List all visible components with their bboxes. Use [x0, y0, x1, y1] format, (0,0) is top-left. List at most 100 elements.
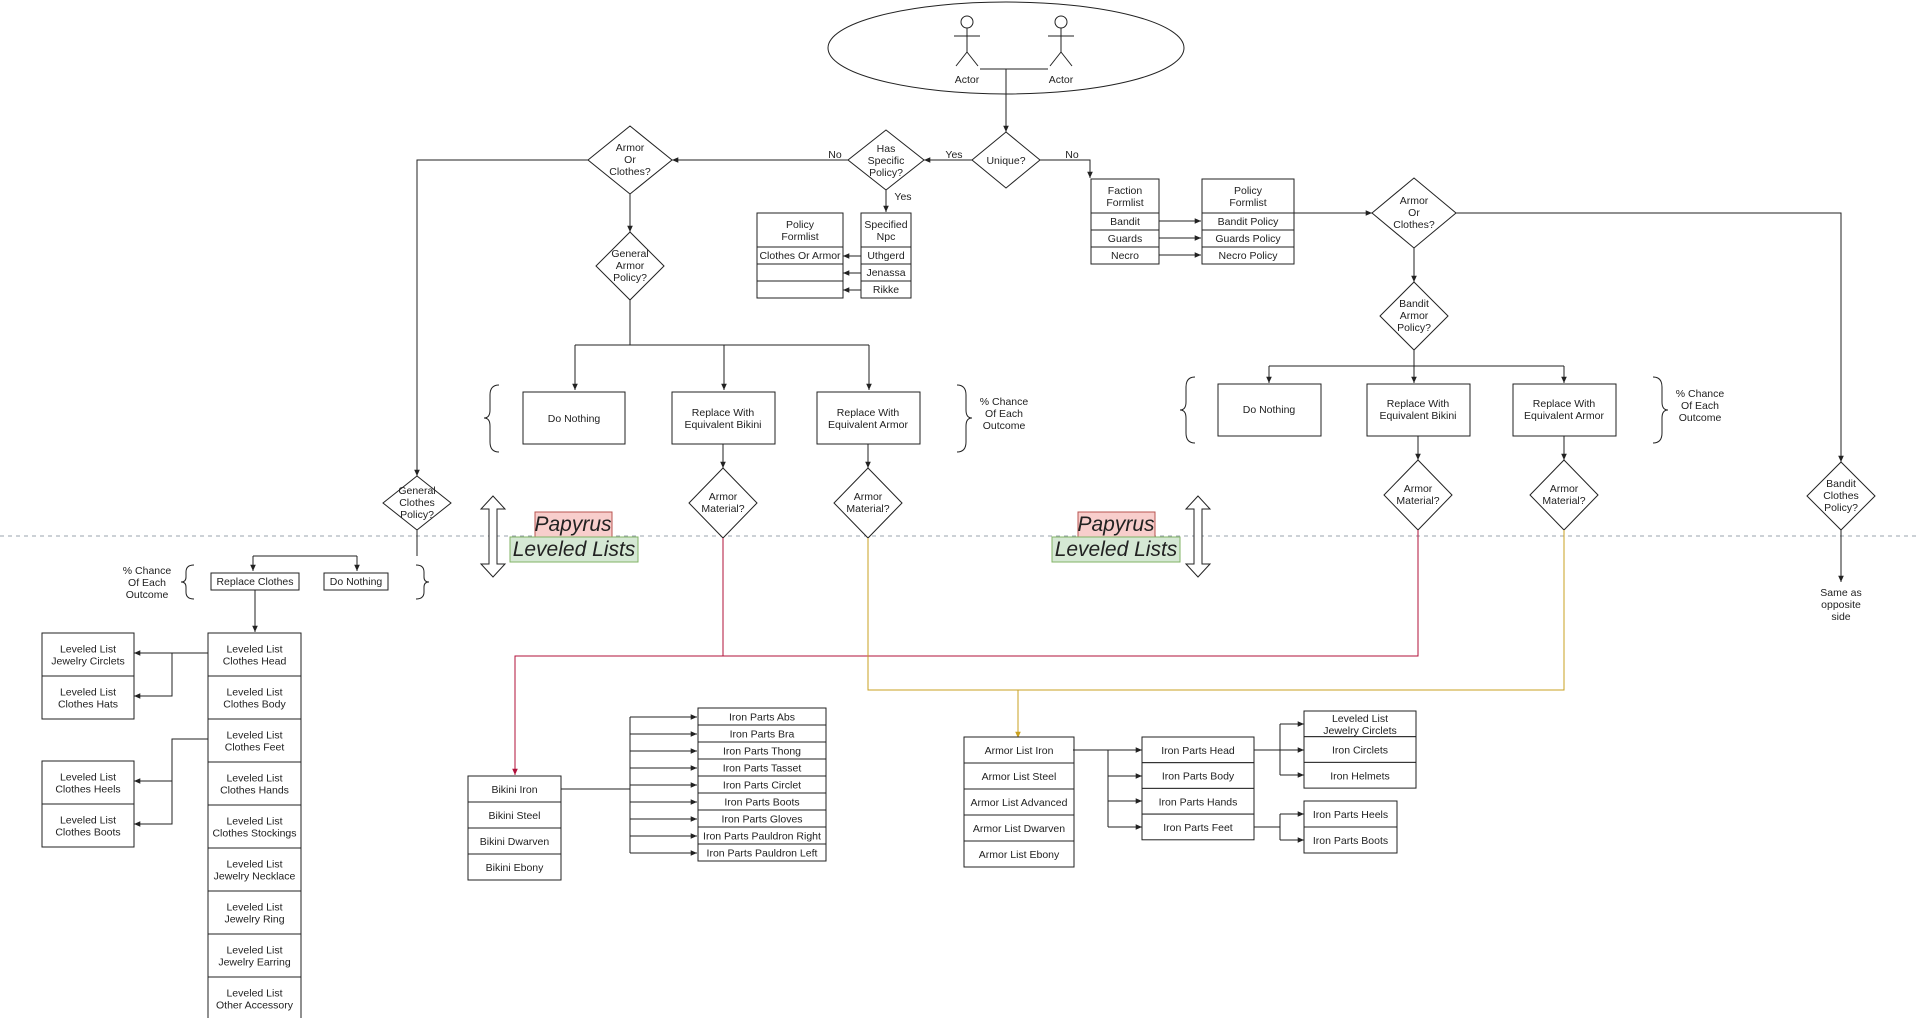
chance-clothes-line1: % Chance [123, 565, 172, 577]
bikini-list-item: Bikini Ebony [467, 853, 562, 881]
policy-formlist-table: Policy Formlist Clothes Or Armor [756, 212, 844, 299]
specified-npc-table: Specified Npc Uthgerd Jenassa Rikke [860, 212, 912, 299]
has-policy-no-label: No [828, 149, 842, 161]
replace-armor-right-line2: Equivalent Armor [1524, 410, 1604, 422]
head-part-item-text: Leveled List [1332, 713, 1388, 725]
feet-part-item-text: Iron Parts Boots [1313, 835, 1388, 847]
feet-sub-list-item-text: Clothes Boots [55, 827, 120, 839]
armor-or-clothes-left-line2: Or [624, 154, 636, 166]
policy-formlist-right-row: Guards Policy [1215, 233, 1281, 245]
iron-part-item: Iron Parts Pauldron Left [697, 843, 827, 862]
replace-armor-right-line1: Replace With [1533, 398, 1596, 410]
bandit-armor-policy-line1: Bandit [1399, 298, 1429, 310]
clothes-list-item-text: Leveled List [226, 730, 282, 742]
armor-material-line1: Armor [1550, 483, 1579, 495]
chance-right-line2: Of Each [1681, 400, 1719, 412]
clothes-list-item-text: Clothes Feet [225, 742, 285, 754]
bikini-list-item-text: Bikini Ebony [486, 862, 545, 874]
armor-material-line1: Armor [709, 491, 738, 503]
armor-list-item: Armor List Steel [963, 762, 1075, 790]
bikini-list-item-text: Bikini Dwarven [480, 836, 550, 848]
iron-part-item: Iron Parts Thong [697, 741, 827, 760]
armor-list-item-text: Armor List Advanced [971, 797, 1068, 809]
head-sub-list-item-text: Leveled List [60, 644, 116, 656]
faction-formlist-row: Guards [1108, 233, 1142, 245]
armor-list-item: Armor List Dwarven [963, 814, 1075, 842]
policy-formlist-right-row: Bandit Policy [1218, 216, 1279, 228]
actor-label-left: Actor [955, 74, 980, 86]
faction-formlist-title-2: Formlist [1106, 197, 1143, 209]
feet-part-item: Iron Parts Heels [1303, 800, 1398, 828]
clothes-list-item-text: Leveled List [226, 902, 282, 914]
chance-left-line3: Outcome [983, 420, 1026, 432]
replace-armor-left-box [816, 391, 921, 445]
head-sub-list-item-text: Clothes Hats [58, 699, 118, 711]
bikini-path-left [512, 538, 724, 775]
armor-part-item: Iron Parts Feet [1141, 813, 1255, 841]
armor-path-left [867, 538, 1021, 738]
clothes-list-item-text: Clothes Body [223, 699, 286, 711]
armor-material-line2: Material? [1542, 495, 1585, 507]
armor-material-line2: Material? [846, 503, 889, 515]
brace-clothes-close [415, 564, 430, 600]
clothes-list-item-text: Jewelry Necklace [214, 871, 296, 883]
armor-material-line2: Material? [701, 503, 744, 515]
clothes-list-item-text: Jewelry Ring [224, 914, 284, 926]
bandit-clothes-policy-line3: Policy? [1824, 502, 1858, 514]
actors-group: Actor Actor [827, 1, 1185, 132]
general-clothes-policy-line2: Clothes [399, 497, 435, 509]
clothes-list-item-text: Leveled List [226, 644, 282, 656]
policy-formlist-row: Clothes Or Armor [759, 250, 841, 262]
bikini-list-item: Bikini Dwarven [467, 827, 562, 855]
chance-left-line1: % Chance [980, 396, 1029, 408]
papyrus-tag-left [534, 511, 613, 538]
general-clothes-policy-line3: Policy? [400, 509, 434, 521]
do-nothing-clothes-label: Do Nothing [330, 576, 383, 588]
armor-list-item-text: Armor List Dwarven [973, 823, 1065, 835]
bandit-armor-policy-line2: Armor [1400, 310, 1429, 322]
general-armor-policy-line2: Armor [616, 260, 645, 272]
chance-clothes-line2: Of Each [128, 577, 166, 589]
has-specific-policy-line3: Policy? [869, 167, 903, 179]
feet-sub-list-item-text: Clothes Heels [55, 784, 120, 796]
brace-left-close [956, 384, 973, 453]
leveled-lists-tag-right [1051, 536, 1181, 563]
general-clothes-policy-line1: General [398, 485, 435, 497]
faction-formlist-title-1: Faction [1108, 185, 1143, 197]
armor-part-item: Iron Parts Hands [1141, 787, 1255, 815]
brace-right-open [1179, 376, 1196, 444]
specified-npc-row: Rikke [873, 284, 899, 296]
leveled-lists-tag-left [509, 536, 639, 563]
iron-part-item: Iron Parts Pauldron Right [697, 826, 827, 845]
armor-part-item-text: Iron Parts Body [1162, 771, 1235, 783]
iron-part-item-text: Iron Parts Gloves [721, 814, 802, 826]
papyrus-tag-right [1077, 511, 1156, 538]
armor-material-line2: Material? [1396, 495, 1439, 507]
bandit-clothes-policy-line2: Clothes [1823, 490, 1859, 502]
do-nothing-right-box [1217, 383, 1322, 437]
bikini-list-item-text: Bikini Steel [489, 810, 541, 822]
faction-formlist-row: Bandit [1110, 216, 1140, 228]
clothes-list-item-text: Leveled List [226, 988, 282, 1000]
feet-sub-list-item-text: Leveled List [60, 815, 116, 827]
unique-no-edge [1040, 159, 1093, 178]
do-nothing-clothes-box [323, 572, 389, 591]
papyrus-label-left: Papyrus [534, 513, 612, 536]
armor-list-item: Armor List Ebony [963, 840, 1075, 868]
replace-clothes-label: Replace Clothes [216, 576, 293, 588]
armor-part-item-text: Iron Parts Feet [1163, 822, 1233, 834]
do-nothing-right-label: Do Nothing [1243, 404, 1296, 416]
bikini-list-item-text: Bikini Iron [491, 784, 537, 796]
brace-left-open [483, 384, 500, 453]
bikini-path-right [723, 530, 1419, 657]
